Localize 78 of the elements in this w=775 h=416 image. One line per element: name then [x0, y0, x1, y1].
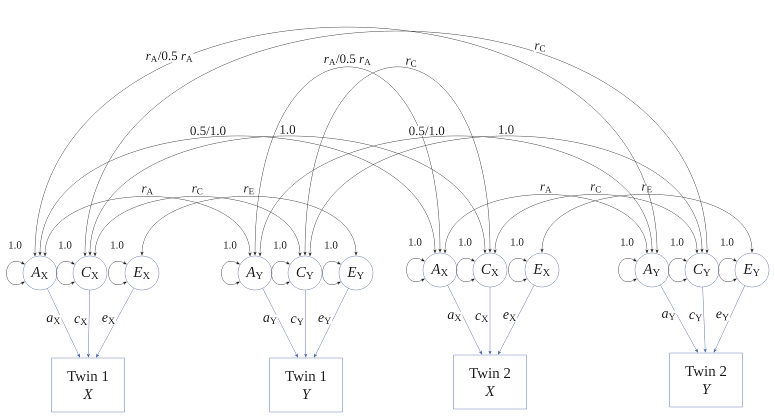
- edge-label: 1.0: [720, 238, 734, 246]
- edge-label: r$_{C}$: [191, 186, 204, 195]
- variance-loop: [271, 261, 290, 285]
- edge-label: 1.0: [324, 240, 338, 250]
- path-arrow: [314, 288, 349, 358]
- edge-label: e$_{X}$: [101, 314, 116, 324]
- edge-label: 1.0: [458, 238, 472, 246]
- variance-loop: [56, 261, 75, 285]
- edge-label: e$_{X}$: [502, 312, 518, 322]
- edge-label: 1.0: [497, 124, 515, 134]
- correlation-arc: [94, 196, 302, 256]
- observed-variable-box: Twin 1 Y: [269, 358, 343, 412]
- path-arrow: [304, 290, 308, 358]
- edge-label: a$_{X}$: [46, 314, 62, 325]
- edge-label: r$_{E}$: [640, 184, 654, 193]
- edge-label: 1.0: [272, 240, 288, 250]
- edge-label: r$_{C}$: [405, 58, 418, 68]
- edge-label: e$_{Y}$: [715, 310, 730, 321]
- variance-loop: [221, 261, 240, 285]
- variance-loop: [6, 261, 25, 285]
- edge-label: 0.5/1.0: [189, 126, 227, 136]
- correlation-arc: [38, 136, 436, 256]
- variance-loop: [108, 261, 127, 285]
- edge-label: r$_{A}$/0.5 r$_{A}$: [145, 50, 194, 62]
- edge-label: c$_{X}$: [74, 316, 88, 326]
- variance-loop: [406, 258, 425, 282]
- edge-label: a$_{Y}$: [661, 310, 677, 320]
- path-arrow: [447, 285, 482, 354]
- edge-label: e$_{Y}$: [317, 314, 332, 325]
- path-arrow: [86, 290, 90, 358]
- path-arrow: [96, 288, 134, 358]
- path-arrow: [702, 287, 707, 352]
- correlation-arc: [494, 194, 698, 254]
- edge-label: 0.5/1.0: [408, 126, 446, 136]
- edge-label: c$_{Y}$: [290, 316, 305, 326]
- correlation-arc: [88, 136, 486, 256]
- edge-label: 1.0: [58, 240, 72, 250]
- observed-variable-box: Twin 2 X: [453, 354, 527, 410]
- variance-loop: [322, 261, 341, 285]
- correlation-arc: [140, 196, 358, 256]
- edge-label: a$_{Y}$: [262, 314, 278, 324]
- correlation-arc: [304, 66, 492, 256]
- edge-label: c$_{X}$: [474, 312, 490, 322]
- correlation-arc: [308, 136, 704, 256]
- edge-label: 1.0: [278, 124, 296, 134]
- edge-label: 1.0: [670, 238, 684, 246]
- edge-label: r$_{A}$/0.5 r$_{A}$: [323, 54, 372, 66]
- path-arrow: [714, 285, 745, 352]
- observed-variable-box: Twin 2 Y: [669, 352, 743, 408]
- path-arrow: [488, 287, 492, 354]
- edge-label: 1.0: [408, 238, 422, 246]
- variance-loop: [718, 258, 737, 282]
- path-arrow: [498, 285, 534, 355]
- edge-label: a$_{X}$: [446, 312, 462, 322]
- edge-label: 1.0: [110, 240, 124, 250]
- path-arrow: [660, 284, 698, 353]
- correlation-arc: [540, 194, 754, 252]
- edge-label: 1.0: [510, 238, 524, 246]
- variance-loop: [508, 258, 527, 282]
- variance-loop: [618, 258, 637, 282]
- edge-label: r$_{E}$: [242, 186, 256, 195]
- edge-label: 1.0: [222, 240, 238, 250]
- correlation-arc: [44, 196, 252, 256]
- edge-label: 1.0: [620, 238, 634, 246]
- edge-label: r$_{A}$: [140, 186, 154, 195]
- correlation-arc: [444, 194, 648, 254]
- correlation-arc: [254, 66, 442, 256]
- observed-variable-box: Twin 1 X: [51, 358, 125, 412]
- edge-label: r$_{C}$: [590, 184, 602, 193]
- edge-label: 1.0: [8, 240, 22, 250]
- path-arrow: [47, 288, 80, 358]
- variance-loop: [668, 258, 687, 282]
- edge-label: r$_{A}$: [539, 184, 553, 193]
- path-arrow: [262, 288, 298, 358]
- edge-label: r$_{C}$: [534, 42, 547, 52]
- correlation-arc: [258, 136, 654, 256]
- variance-loop: [456, 258, 475, 282]
- edge-label: c$_{Y}$: [688, 312, 704, 322]
